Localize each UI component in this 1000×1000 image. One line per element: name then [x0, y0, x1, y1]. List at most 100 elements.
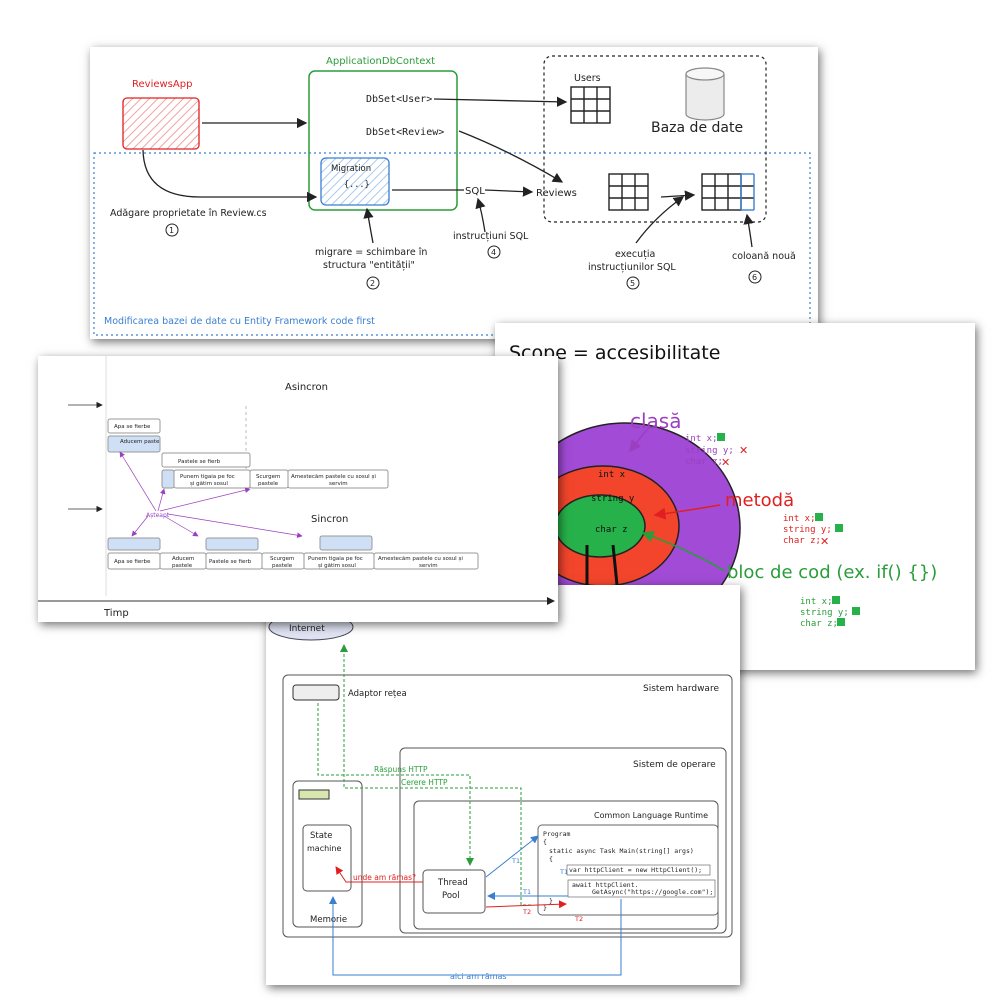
method-pointer — [611, 544, 619, 586]
machine-label: machine — [307, 844, 341, 853]
step1-text: Adăgare proprietate în Review.cs — [110, 208, 267, 219]
class-int-x: int x; — [685, 434, 718, 444]
os-box — [399, 747, 727, 934]
cross-icon: ✕ — [721, 456, 730, 469]
thread-label: Thread — [437, 878, 468, 888]
reviews-label: Reviews — [536, 188, 577, 199]
async-sync-svg: Asincron Sincron Apa se fierbe Aducem pa… — [38, 356, 555, 619]
wait-arrow — [167, 513, 303, 538]
state-machine-arrow — [335, 866, 423, 883]
sync-step-box — [373, 552, 479, 570]
async-step-box — [287, 469, 389, 489]
dbset-user-arrow — [433, 96, 568, 107]
unde-label: unde am rămas? — [353, 873, 416, 882]
thread-pool-box — [422, 869, 486, 914]
sync-paste: Pastele se fierb — [209, 559, 252, 565]
state-label: State — [310, 831, 333, 841]
http-request-line — [340, 644, 531, 906]
async-amestec-2: servim — [329, 481, 348, 487]
block-char-z: char z; — [800, 619, 838, 629]
code-line-5: var httpClient = new HttpClient(); — [569, 866, 702, 874]
step2-circle — [366, 276, 380, 290]
async-paste: Pastele se fierb — [178, 459, 221, 465]
sync-title: Sincron — [311, 514, 348, 525]
block-string-y: string y; — [800, 608, 849, 618]
sql-to-reviews-arrow — [484, 186, 534, 197]
http-request-label: Cerere HTTP — [401, 778, 448, 787]
step1-circle — [165, 223, 179, 237]
sync-wait-box — [107, 537, 161, 551]
http-response-label: Răspuns HTTP — [374, 765, 428, 774]
code-highlight-2 — [567, 879, 716, 898]
migration-label: Migration — [331, 164, 371, 174]
async-scurgem-1: Scurgem — [256, 474, 280, 480]
code-line-8: } — [549, 897, 553, 905]
step5-number: 5 — [630, 279, 635, 288]
http-response-line — [317, 703, 474, 866]
t2-arrow — [485, 900, 567, 909]
block-label: bloc de cod (ex. if() {}) — [727, 562, 937, 583]
class-pointer-line — [629, 425, 651, 453]
async-system-panel: Internet Sistem hardware Adaptor rețea S… — [266, 585, 740, 985]
t1-arrow-up — [485, 835, 539, 878]
step6-circle — [748, 270, 762, 284]
sync-punem-1: Punem tigaia pe foc — [308, 556, 363, 562]
dbset-user-label: DbSet<User> — [366, 94, 432, 105]
reviews-new-table-icon — [701, 173, 755, 211]
async-sync-panel: Asincron Sincron Apa se fierbe Aducem pa… — [38, 356, 558, 622]
t2-label-a: T2 — [522, 908, 531, 916]
step6-arrow — [743, 213, 754, 248]
sql-label: SQL — [465, 186, 485, 197]
step6-number: 6 — [752, 273, 757, 282]
ring-char-z: char z — [595, 525, 628, 535]
aici-label: aici am rămas — [450, 972, 507, 981]
method-string-y: string y; — [783, 525, 832, 535]
t1-label-a: T1 — [511, 857, 520, 865]
hardware-label: Sistem hardware — [643, 684, 719, 694]
users-table-icon — [570, 86, 611, 124]
hardware-box — [282, 674, 733, 938]
sync-amestec-2: servim — [419, 563, 438, 569]
migration-box — [320, 157, 390, 206]
method-label: metodă — [725, 490, 794, 511]
ef-migration-panel: ReviewsApp ApplicationDbContext DbSet<Us… — [90, 47, 818, 339]
t1-label-b: T1 — [522, 888, 531, 896]
check-icon — [837, 618, 845, 626]
adapter-label: Adaptor rețea — [348, 689, 407, 699]
system-diagram-svg: Internet Sistem hardware Adaptor rețea S… — [268, 613, 733, 981]
sync-apa: Apa se fierbe — [114, 559, 151, 565]
code-line-2: { — [543, 838, 547, 846]
ef-footer: Modificarea bazei de date cu Entity Fram… — [104, 316, 375, 327]
class-char-z: char z; — [685, 457, 723, 467]
t2-label-b: T2 — [574, 915, 583, 923]
block-pointer-line — [641, 530, 726, 572]
scope-title: Scope = accesibilitate — [509, 342, 720, 364]
step5-text1: execuția — [615, 249, 655, 260]
block-int-x: int x; — [800, 597, 833, 607]
step5-circle — [626, 276, 640, 290]
wait-arrow — [159, 487, 251, 512]
pool-label: Pool — [442, 891, 460, 901]
step2-arrow — [363, 207, 374, 244]
wait-arrow — [157, 488, 166, 512]
ring-int-x: int x — [598, 470, 626, 480]
ef-diagram-svg: ReviewsApp ApplicationDbContext DbSet<Us… — [93, 55, 811, 336]
method-char-z: char z; — [783, 536, 821, 546]
t1-label-c: T1 — [559, 868, 568, 876]
app-to-migration-arrow — [142, 149, 318, 203]
wait-arrow — [119, 451, 157, 512]
sync-scurgem-1: Scurgem — [270, 556, 294, 562]
async-step-box — [107, 435, 161, 453]
code-highlight-1 — [566, 864, 711, 876]
step4-arrow — [475, 197, 486, 233]
check-icon — [852, 607, 860, 615]
network-adapter-icon — [292, 684, 340, 701]
class-label: clasă — [630, 409, 681, 433]
async-title: Asincron — [285, 382, 328, 393]
reviews-app-box — [122, 97, 200, 150]
db-context-title: ApplicationDbContext — [326, 56, 435, 67]
dbset-review-arrow — [458, 130, 564, 183]
state-machine-box — [302, 824, 352, 892]
sync-wait-box — [205, 537, 259, 551]
code-box — [537, 824, 719, 916]
